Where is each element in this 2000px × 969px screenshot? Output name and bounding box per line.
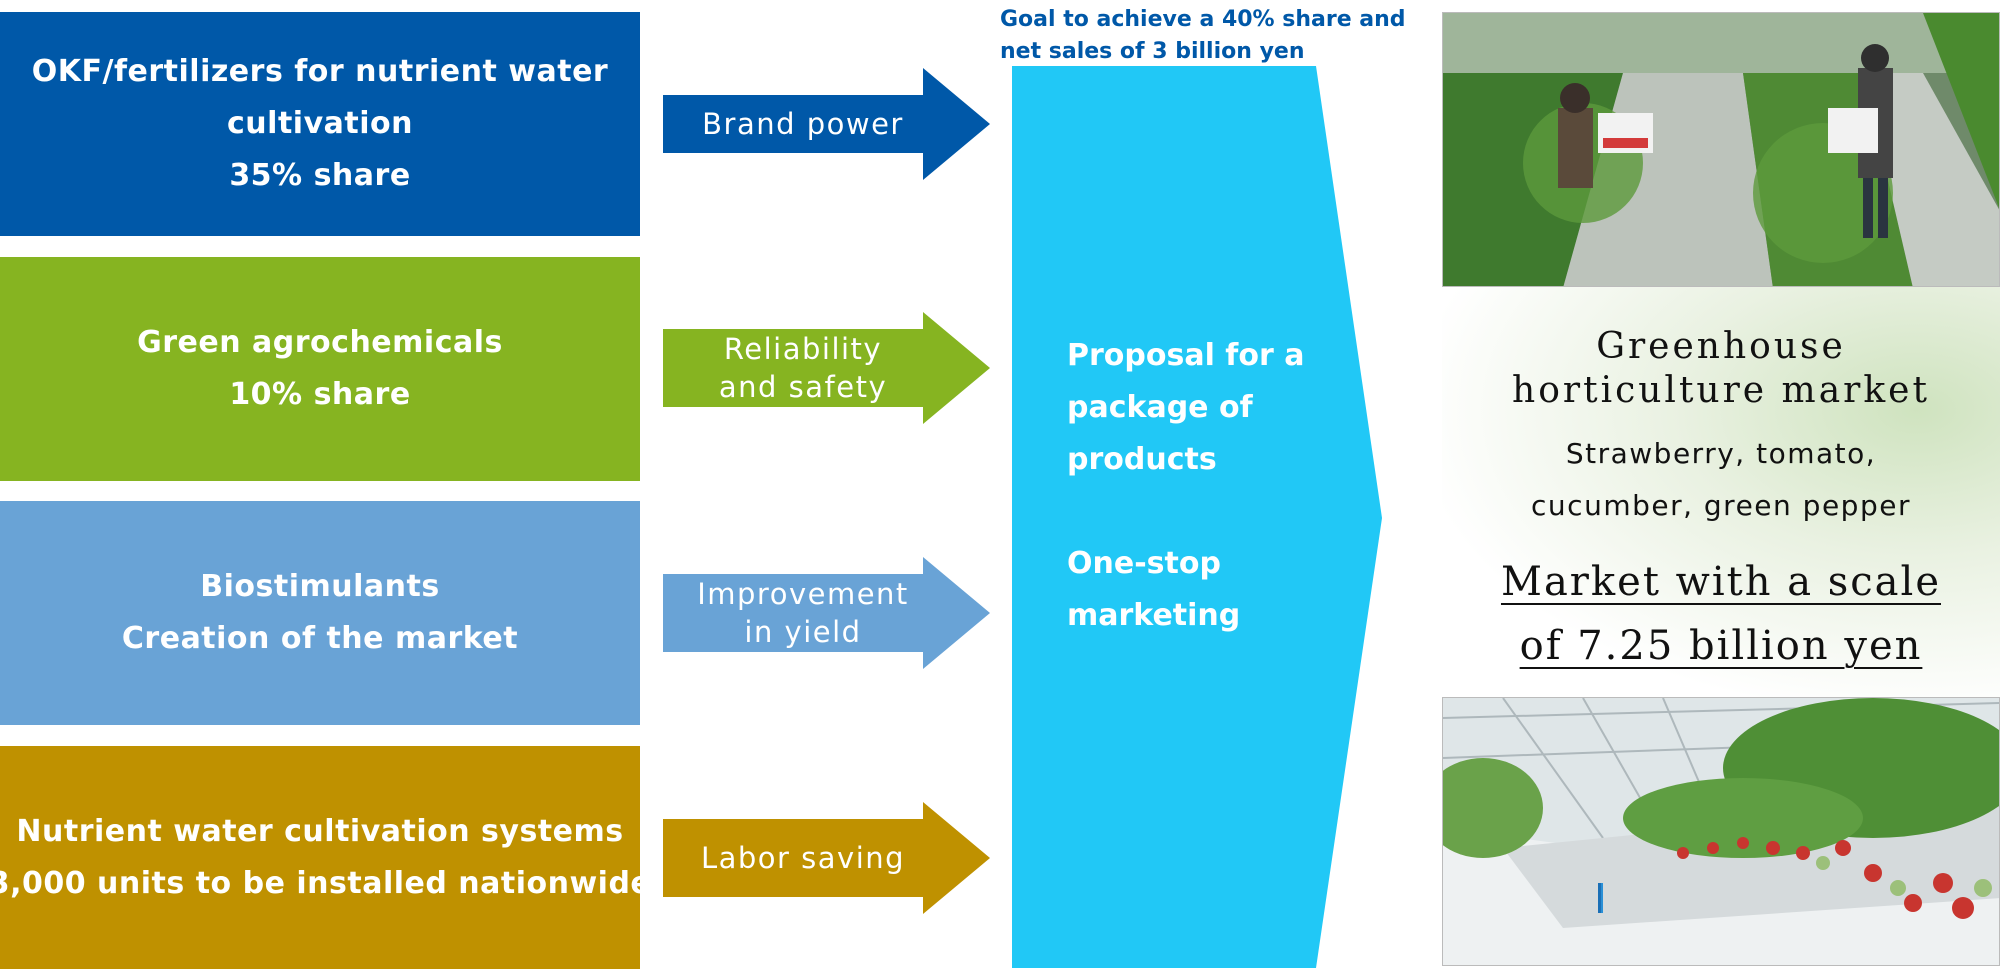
arrow-reliability-shape bbox=[663, 312, 990, 424]
category-systems-line-2: 3,000 units to be installed nationwide bbox=[0, 866, 652, 901]
arrow-labor-saving: Labor saving bbox=[663, 802, 990, 914]
market-title-line-1: Greenhouse bbox=[1596, 326, 1846, 367]
goal-caption-line-2: net sales of 3 billion yen bbox=[1000, 39, 1305, 64]
arrow-brand-power-text: Brand power bbox=[702, 107, 904, 141]
category-systems-box: Nutrient water cultivation systems 3,000… bbox=[0, 746, 651, 969]
arrow-reliability: Reliability and safety bbox=[663, 312, 990, 424]
strawberry-greenhouse-photo bbox=[1442, 697, 2000, 966]
arrow-improvement-text-1: Improvement bbox=[697, 577, 909, 611]
strawberry-harvest-photo bbox=[1442, 12, 2000, 287]
one-stop-line-1: One-stop bbox=[1067, 546, 1221, 581]
category-biostimulants-line-2: Creation of the market bbox=[121, 621, 519, 656]
package-proposal-text: Proposal for a package of products One-s… bbox=[1067, 330, 1347, 642]
category-biostimulants-line-1: Biostimulants bbox=[200, 569, 440, 604]
one-stop-line-2: marketing bbox=[1067, 598, 1241, 633]
market-scale-line-1: Market with a scale bbox=[1500, 559, 1941, 605]
category-agrochemicals-line-2: 10% share bbox=[229, 377, 411, 412]
market-info-panel bbox=[1442, 287, 2000, 697]
proposal-line-3: products bbox=[1067, 442, 1217, 477]
arrow-reliability-text-2: and safety bbox=[718, 370, 888, 404]
arrow-improvement-shape bbox=[663, 557, 990, 669]
category-fertilizers-line-3: 35% share bbox=[229, 158, 411, 193]
category-systems-line-1: Nutrient water cultivation systems bbox=[16, 814, 624, 849]
arrow-brand-power: Brand power bbox=[663, 68, 990, 180]
category-biostimulants-box: Biostimulants Creation of the market bbox=[0, 501, 640, 725]
category-agrochemicals-line-1: Green agrochemicals bbox=[137, 325, 503, 360]
arrow-improvement-text-2: in yield bbox=[744, 615, 862, 649]
arrow-reliability-label: Reliability and safety bbox=[663, 312, 943, 424]
arrow-improvement-label: Improvement in yield bbox=[663, 557, 943, 669]
market-crops-line-1: Strawberry, tomato, bbox=[1565, 437, 1877, 470]
goal-caption-line-1: Goal to achieve a 40% share and bbox=[1000, 7, 1406, 32]
goal-caption: Goal to achieve a 40% share and net sale… bbox=[1000, 4, 1420, 68]
market-scale: Market with a scale of 7.25 billion yen bbox=[1442, 550, 2000, 678]
category-fertilizers-line-1: OKF/fertilizers for nutrient water bbox=[31, 54, 609, 89]
arrow-reliability-text-1: Reliability bbox=[723, 332, 883, 366]
strawberry-greenhouse-image bbox=[1443, 698, 1999, 965]
arrow-brand-power-label: Brand power bbox=[663, 68, 943, 180]
arrow-improvement: Improvement in yield bbox=[663, 557, 990, 669]
market-title-line-2: horticulture market bbox=[1512, 370, 1930, 411]
category-fertilizers-line-2: cultivation bbox=[227, 106, 413, 141]
arrow-labor-saving-label: Labor saving bbox=[663, 802, 943, 914]
package-proposal-chevron bbox=[1012, 66, 1382, 968]
market-scale-line-2: of 7.25 billion yen bbox=[1519, 623, 1923, 669]
arrow-labor-saving-text: Labor saving bbox=[700, 841, 906, 875]
strawberry-harvest-image bbox=[1443, 13, 1999, 286]
proposal-line-1: Proposal for a bbox=[1067, 338, 1305, 373]
arrow-labor-saving-shape bbox=[663, 802, 990, 914]
category-agrochemicals-box: Green agrochemicals 10% share bbox=[0, 257, 640, 481]
market-crops-line-2: cucumber, green pepper bbox=[1531, 489, 1911, 522]
arrow-brand-power-shape bbox=[663, 68, 990, 180]
market-crops: Strawberry, tomato, cucumber, green pepp… bbox=[1442, 428, 2000, 532]
category-fertilizers-box: OKF/fertilizers for nutrient water culti… bbox=[0, 12, 640, 236]
proposal-line-2: package of bbox=[1067, 390, 1253, 425]
market-title: Greenhouse horticulture market bbox=[1442, 325, 2000, 413]
